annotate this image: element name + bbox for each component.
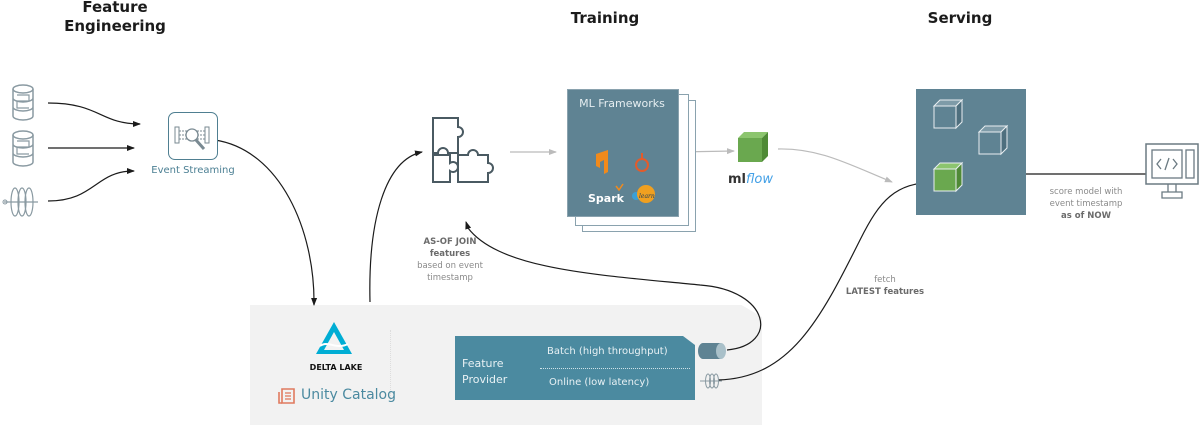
note-line: based on event (417, 261, 483, 271)
note-line: LATEST features (845, 287, 925, 297)
score-model-note: score model with event timestamp as of N… (1040, 186, 1132, 222)
stage-title-line: Engineering (64, 17, 166, 35)
arrow-source3-to-streaming (47, 168, 135, 202)
unity-catalog-label: Unity Catalog (301, 387, 396, 403)
fetch-latest-note: fetch LATEST features (830, 274, 940, 298)
stage-title-serving: Serving (927, 9, 993, 27)
note-line: as of NOW (1061, 211, 1111, 221)
arrow-mlflow-to-serving (777, 148, 893, 183)
mlflow-ml: ml (728, 172, 747, 187)
model-cube-icon (932, 98, 964, 130)
unity-catalog-icon (278, 388, 295, 404)
stage-title-feature-engineering: Feature Engineering (50, 0, 180, 36)
event-streaming-label: Event Streaming (151, 165, 235, 176)
spark-icon: Spark (588, 183, 625, 205)
note-line: event timestamp (1049, 199, 1123, 209)
active-model-cube-icon (932, 161, 964, 193)
pytorch-icon (635, 153, 649, 172)
arrow-online-to-serving (717, 181, 936, 381)
storage-divider (390, 330, 391, 400)
arrow-source1-to-streaming (47, 102, 141, 127)
serving-models (932, 98, 1009, 193)
event-streaming-icon (174, 126, 210, 150)
feature-provider-divider (540, 368, 690, 369)
as-of-join-note: AS-OF JOIN features based on event times… (405, 236, 495, 284)
stage-title-line: Feature (82, 0, 148, 16)
mlflow-flow: flow (746, 172, 773, 187)
note-line: AS-OF JOIN (423, 237, 477, 247)
arrow-batch-to-join (465, 221, 762, 351)
online-store-label: Online (low latency) (549, 377, 650, 388)
arrow-delta-to-join (369, 150, 423, 303)
delta-lake-label: DELTA LAKE (309, 363, 363, 372)
mlflow-logo: mlflow (728, 172, 773, 187)
note-line: fetch (874, 275, 896, 285)
model-cube-icon (738, 132, 768, 162)
scikit-learn-icon: learn (632, 185, 655, 203)
feature-provider-title-line: Provider (462, 373, 508, 386)
batch-storage-icon (698, 343, 726, 359)
ml-frameworks-title: ML Frameworks (579, 97, 665, 110)
ml-frameworks-box (567, 89, 679, 217)
svg-text:Spark: Spark (588, 192, 625, 205)
stream-signal-icon (2, 187, 38, 217)
model-cube-icon (977, 124, 1009, 156)
note-line: score model with (1049, 187, 1123, 197)
feature-provider-title-line: Feature (462, 357, 504, 370)
event-streaming-node (168, 112, 218, 160)
database-icon (12, 84, 34, 121)
tensorflow-icon (596, 150, 608, 174)
svg-text:learn: learn (639, 193, 655, 200)
batch-store-label: Batch (high throughput) (547, 346, 668, 357)
client-application-icon (1145, 143, 1199, 199)
online-stream-icon (700, 373, 722, 389)
ml-framework-logos: Spark learn (588, 150, 655, 205)
note-line: timestamp (427, 273, 473, 283)
delta-lake-logo-icon (316, 322, 352, 354)
arrow-streaming-to-delta (214, 139, 318, 306)
feature-provider-title: Feature Provider (462, 356, 507, 388)
puzzle-icon (432, 117, 494, 183)
note-line: features (429, 249, 471, 259)
database-icon (12, 130, 34, 167)
stage-title-training: Training (570, 9, 640, 27)
